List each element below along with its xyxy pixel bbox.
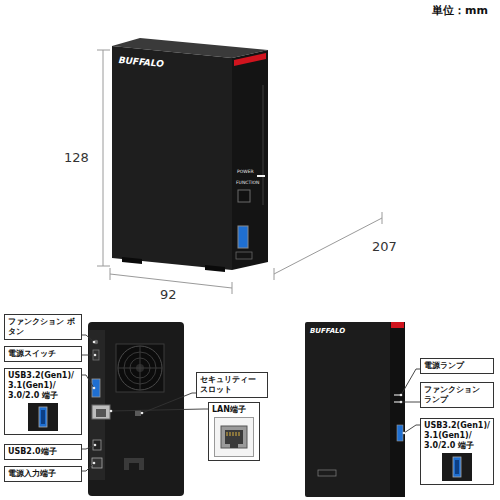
leader-line: [82, 355, 95, 356]
leader-end: [93, 341, 96, 344]
front-face: [232, 50, 268, 270]
foot: [122, 257, 142, 264]
unit-label: 単位：mm: [432, 5, 488, 17]
callout-box: 電源スイッチ: [4, 346, 82, 362]
leader-end: [94, 354, 97, 357]
leader-line: [401, 402, 420, 403]
panel-marking: FUNCTION: [236, 181, 259, 186]
leader-line: [82, 375, 94, 388]
badge: [236, 252, 252, 259]
leader-end: [141, 412, 144, 415]
usb-port: [238, 226, 248, 248]
leader-end: [400, 394, 403, 397]
front-view: [305, 322, 405, 497]
leader-end: [93, 387, 96, 390]
power-lamp: [257, 175, 265, 177]
side-face: [112, 46, 232, 270]
callout-box: USB3.2(Gen1)/ 3.1(Gen1)/ 3.0/2.0 端子: [420, 418, 494, 485]
brand-logo: BUFFALO: [118, 56, 164, 70]
nas-3d-view: [112, 38, 268, 272]
callout-label: 電源ランプ: [424, 361, 490, 371]
leader-line: [111, 409, 208, 411]
brand-logo: BUFFALO: [310, 328, 345, 336]
leader-line: [82, 463, 94, 471]
callout-label: USB2.0端子: [8, 447, 78, 457]
leader-end: [94, 444, 97, 447]
callout-box: セキュリティー スロット: [196, 372, 268, 398]
dimension-lines: [97, 50, 382, 294]
slot-line: [263, 85, 264, 205]
callout-label: USB3.2(Gen1)/ 3.1(Gen1)/ 3.0/2.0 端子: [8, 371, 78, 401]
callout-label: USB3.2(Gen1)/ 3.1(Gen1)/ 3.0/2.0 端子: [424, 421, 490, 451]
callout-box: ファンクション ボタン: [4, 314, 82, 340]
dimension-value: 207: [372, 240, 397, 254]
leader-line: [82, 445, 95, 449]
callout-label: ファンクション ランプ: [424, 385, 490, 405]
callout-box: USB2.0端子: [4, 444, 82, 460]
callout-box: 電源入力端子: [4, 466, 82, 482]
callout-label: LAN端子: [212, 405, 256, 415]
dimension-value: 92: [160, 288, 177, 302]
leader-end: [403, 432, 406, 435]
usb-port-icon: [28, 403, 58, 431]
leader-line: [82, 335, 94, 342]
callout-box: ファンクション ランプ: [420, 382, 494, 408]
leader-end: [93, 462, 96, 465]
leader-line: [401, 369, 420, 395]
usb-port-icon: [442, 453, 472, 481]
leader-end: [110, 410, 113, 413]
dimension-value: 128: [64, 151, 89, 165]
leader-line: [404, 425, 420, 433]
leader-end: [400, 401, 403, 404]
rear-view: [88, 322, 184, 496]
panel-marking: POWER: [237, 170, 254, 175]
callout-label: 電源スイッチ: [8, 349, 78, 359]
callout-box: 電源ランプ: [420, 358, 494, 374]
lan-port-icon: [214, 417, 254, 457]
callout-label: セキュリティー スロット: [200, 375, 264, 395]
red-strip: [234, 53, 266, 66]
foot: [205, 265, 225, 272]
callout-label: ファンクション ボタン: [8, 317, 78, 337]
function-button: [238, 190, 250, 202]
callout-box: LAN端子: [208, 402, 260, 461]
callout-label: 電源入力端子: [8, 469, 78, 479]
callout-box: USB3.2(Gen1)/ 3.1(Gen1)/ 3.0/2.0 端子: [4, 368, 82, 435]
